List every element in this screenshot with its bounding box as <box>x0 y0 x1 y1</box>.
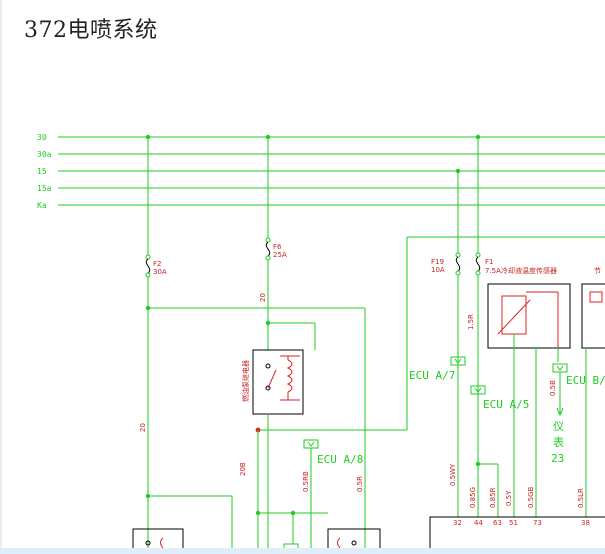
bus-labels: 30 30a 15 15a Ka <box>37 133 52 210</box>
wire-label-20-top: 20 <box>259 293 267 302</box>
fuse-f6-name: F6 <box>273 243 282 251</box>
wire-labels: 20 20 1.5R 0.5B 20B 0.5RB 0.5R 0.5WY 0.8… <box>139 293 585 508</box>
fuse-f19-rating: 10A <box>431 266 445 274</box>
wire-label-0-5lr: 0.5LR <box>577 488 585 508</box>
fuse-f2-branch <box>145 137 366 548</box>
fuse-f1-rating: 7.5A <box>485 267 501 275</box>
pin-73: 73 <box>533 519 542 527</box>
gauge-char-1: 仪 <box>553 420 564 433</box>
fuse-f1-branch <box>475 137 499 517</box>
wire-label-0-5gb: 0.5GB <box>527 486 535 508</box>
bus-label-15: 15 <box>37 167 47 176</box>
fuse-f6-rating: 25A <box>273 251 287 259</box>
ecu-markers <box>303 356 568 548</box>
relay-label: 燃油泵继电器 <box>241 360 250 402</box>
ecu-a7-wire <box>255 236 605 548</box>
wire-label-0-5y: 0.5Y <box>505 490 513 506</box>
wire-label-0-85r: 0.85R <box>489 487 497 508</box>
wire-label-0-85g: 0.85G <box>469 487 477 508</box>
gauge-number: 23 <box>551 452 564 465</box>
wire-label-20-left: 20 <box>139 423 147 432</box>
partial-right-component <box>581 283 605 517</box>
wire-label-0-5wy: 0.5WY <box>449 463 457 486</box>
pin-38: 38 <box>581 519 590 527</box>
ecu-label-a5: ECU A/5 <box>483 398 529 411</box>
bottom-bar <box>0 548 605 554</box>
fuse-f1-name: F1 <box>485 258 493 266</box>
fuse-f6-branch <box>265 137 316 548</box>
fuse-f19-name: F19 <box>431 258 444 266</box>
wire-label-0-5r: 0.5R <box>356 476 364 492</box>
ecu-connector-box <box>429 516 605 554</box>
bottom-components <box>132 512 381 554</box>
bus-label-30: 30 <box>37 133 47 142</box>
ecu-label-b-partial: ECU B/ <box>566 374 605 387</box>
junction-dots <box>145 134 481 516</box>
partial-component-label: 节 <box>594 267 601 275</box>
fuse-f19-branch <box>455 171 461 517</box>
pin-44: 44 <box>474 519 483 527</box>
bus-lines <box>58 136 605 206</box>
gauge-char-2: 表 <box>553 435 564 449</box>
wire-label-0-5rb: 0.5RB <box>302 471 310 492</box>
left-border <box>0 0 2 554</box>
page-title: 372电喷系统 <box>24 18 158 43</box>
wire-label-20b: 20B <box>239 462 247 476</box>
gauge-arrow <box>556 372 564 417</box>
fuel-pump-relay <box>252 349 304 430</box>
bus-label-ka: Ka <box>37 201 47 210</box>
coolant-sensor-label: 冷却液温度传感器 <box>501 266 557 275</box>
fuse-f2-rating: 30A <box>153 268 167 276</box>
ecu-label-a8: ECU A/8 <box>317 453 363 466</box>
wire-label-0-5b: 0.5B <box>549 380 557 396</box>
ecu-label-a7: ECU A/7 <box>409 369 455 382</box>
fuse-f2-name: F2 <box>153 260 161 268</box>
pin-32: 32 <box>453 519 462 527</box>
bus-label-15a: 15a <box>37 184 52 193</box>
coolant-temp-sensor <box>487 283 571 517</box>
pin-63: 63 <box>493 519 502 527</box>
bus-label-30a: 30a <box>37 150 52 159</box>
wire-label-1-5r: 1.5R <box>467 314 475 330</box>
pin-51: 51 <box>509 519 518 527</box>
ecu-pins: 32 44 63 51 73 38 <box>453 519 590 527</box>
